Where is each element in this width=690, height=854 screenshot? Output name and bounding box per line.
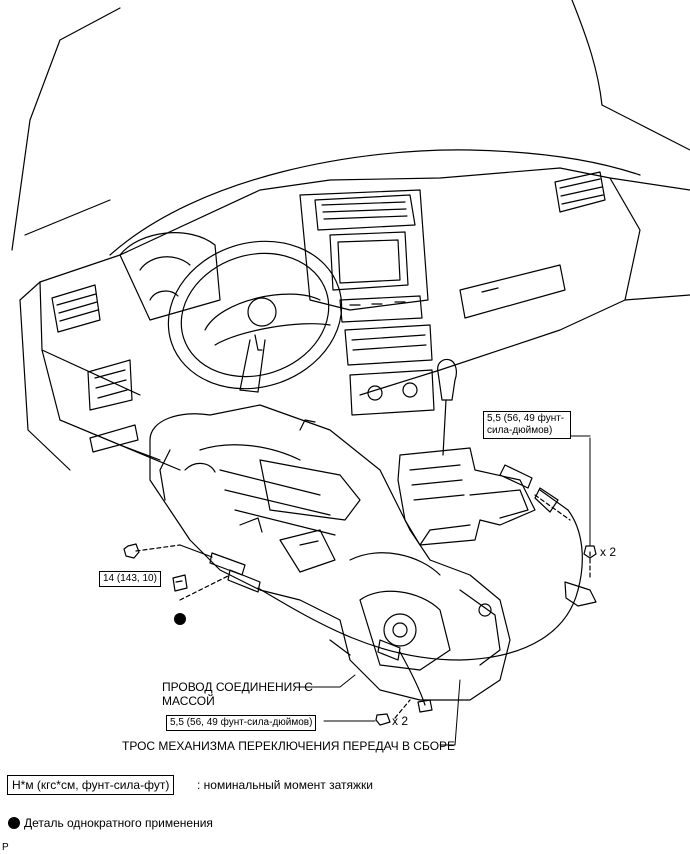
- nut-bolt-14: [123, 543, 140, 559]
- ground-wire: [399, 651, 433, 713]
- single-use-part-marker: [174, 613, 186, 625]
- torque-callout-bolt: 14 (143, 10): [99, 571, 161, 587]
- shift-cable-assembly-label: ТРОС МЕХАНИЗМА ПЕРЕКЛЮЧЕНИЯ ПЕРЕДАЧ В СБ…: [122, 739, 456, 753]
- torque-callout-shifter: 5,5 (56, 49 фунт-сила-дюймов): [483, 411, 571, 439]
- exploded-view-lines: [135, 494, 591, 719]
- steering-wheel: [167, 240, 343, 393]
- torque-callout-bottom: 5,5 (56, 49 фунт-сила-дюймов): [166, 715, 317, 731]
- legend-single-use-icon: [8, 817, 20, 829]
- quantity-label-shifter: x 2: [600, 545, 617, 559]
- cable-clip: [172, 574, 188, 592]
- nut-bottom: [375, 713, 391, 726]
- corner-mark: P: [2, 842, 9, 853]
- ground-wire-label: ПРОВОД СОЕДИНЕНИЯ С МАССОЙ: [162, 680, 313, 708]
- leader-lines: [299, 435, 591, 746]
- dashboard-panel: [19, 167, 690, 471]
- windshield-frame: [11, 0, 690, 256]
- nut-shifter: [583, 545, 597, 559]
- legend-torque-description: : номинальный момент затяжки: [197, 778, 373, 792]
- shift-cable: [179, 464, 597, 661]
- shift-lever-assembly: [397, 358, 536, 546]
- legend-single-use-description: Деталь однократного применения: [24, 816, 213, 830]
- legend-torque-units-box: Н*м (кгс*см, фунт-сила-фут): [7, 775, 175, 795]
- quantity-label-bottom: x 2: [392, 714, 409, 728]
